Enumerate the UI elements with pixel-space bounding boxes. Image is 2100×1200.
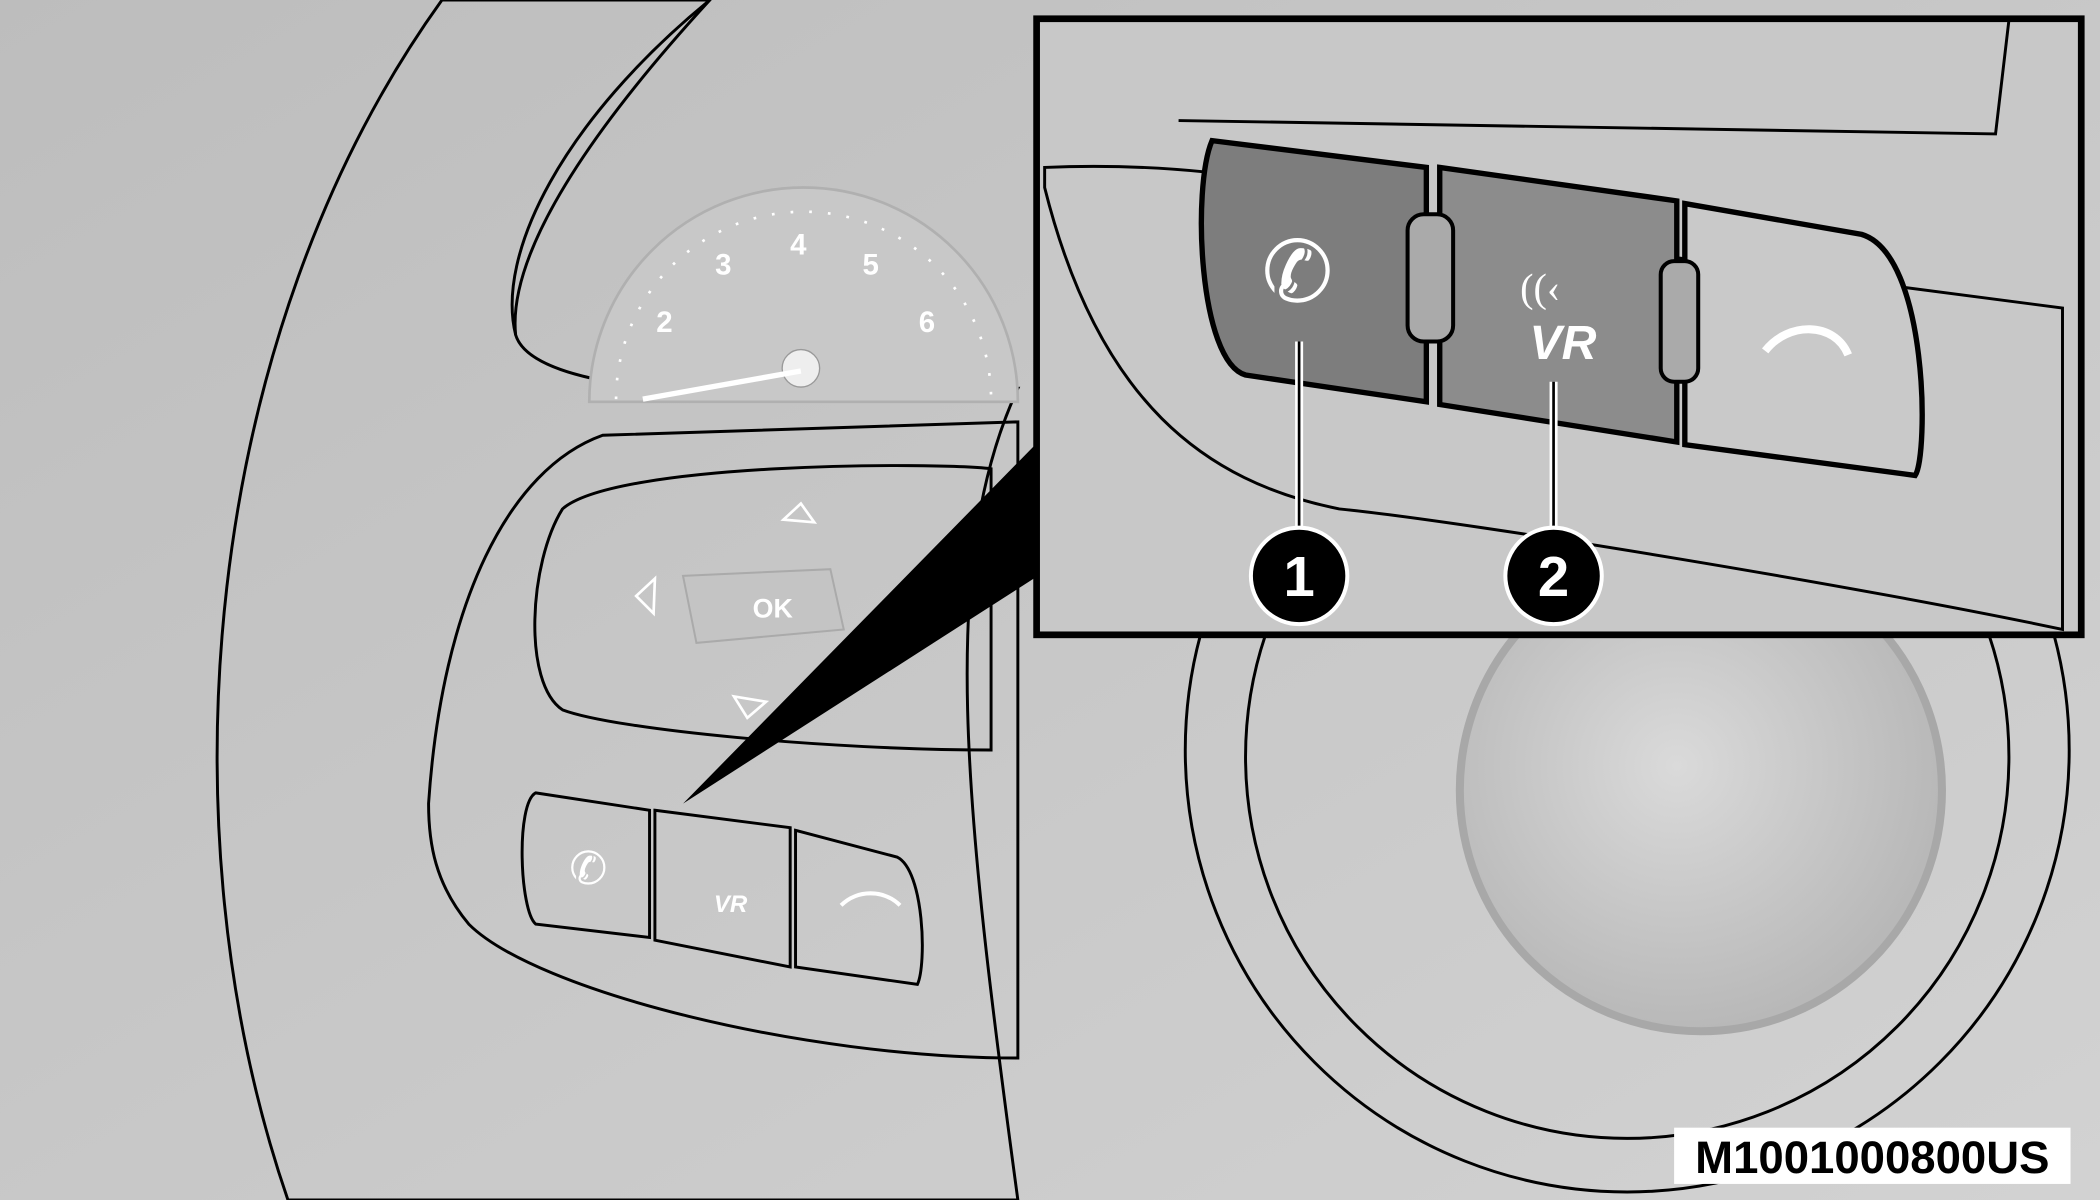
arrow-up-icon[interactable]	[780, 501, 818, 524]
gauge-tick-label: 6	[919, 306, 935, 339]
callout-2-number: 2	[1538, 545, 1569, 608]
vr-button-small[interactable]	[653, 808, 792, 969]
figure-id-label: M1001000800US	[1695, 1132, 2049, 1183]
callout-1-number: 1	[1283, 545, 1314, 608]
gauge-tick-label: 3	[715, 249, 731, 282]
end-call-icon	[839, 891, 902, 907]
speedometer-gauge: 2 3 4 5 6	[587, 186, 1020, 404]
phone-button-small[interactable]	[520, 791, 652, 940]
voice-icon: ((‹	[1520, 265, 1560, 310]
end-call-icon	[1762, 325, 1852, 357]
vr-button-label: VR	[1529, 316, 1596, 370]
phone-button[interactable]	[1198, 137, 1430, 405]
end-call-button-small[interactable]	[794, 828, 924, 986]
inset-zoom: ✆ ((‹ VR 1 2	[1033, 15, 2085, 639]
ok-button-label[interactable]: OK	[753, 593, 794, 623]
gauge-tick-label: 4	[790, 228, 807, 261]
steering-wheel-hub	[1183, 306, 2071, 1194]
phone-icon: ✆	[1262, 225, 1334, 320]
gauge-tick-label: 2	[656, 306, 672, 339]
gauge-tick-label: 5	[863, 249, 879, 282]
callout-2	[1503, 525, 1604, 627]
arrow-down-icon[interactable]	[731, 694, 770, 720]
end-call-button[interactable]	[1682, 200, 1925, 479]
vr-small-label: VR	[714, 891, 748, 918]
arrow-left-icon[interactable]	[634, 575, 657, 617]
callout-1	[1248, 525, 1350, 627]
phone-icon: ✆	[569, 843, 607, 894]
